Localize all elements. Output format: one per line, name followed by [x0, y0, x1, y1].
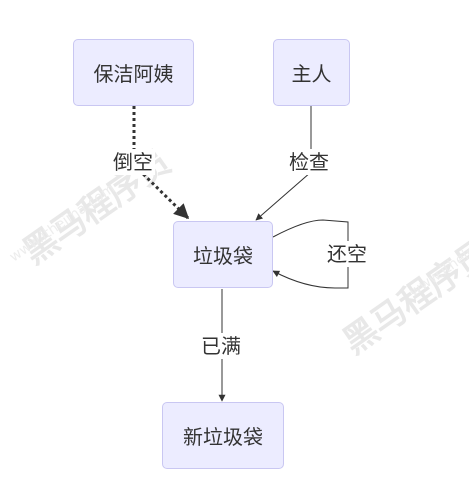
edge-label-check: 检查 [287, 149, 331, 175]
node-cleaner-label: 保洁阿姨 [93, 62, 174, 86]
edge-bag-self-loop [272, 219, 349, 289]
node-new-trash-bag: 新垃圾袋 [162, 402, 284, 469]
node-owner-label: 主人 [291, 62, 332, 86]
node-owner: 主人 [273, 39, 350, 106]
edge-label-full: 已满 [199, 333, 243, 359]
node-cleaner: 保洁阿姨 [73, 39, 194, 106]
edge-cleaner-to-bag [132, 106, 190, 220]
node-new-trash-bag-label: 新垃圾袋 [183, 425, 263, 449]
edge-label-pour: 倒空 [111, 149, 155, 175]
node-trash-bag-label: 垃圾袋 [193, 244, 253, 268]
edge-label-not-empty: 还空 [325, 241, 369, 267]
node-trash-bag: 垃圾袋 [173, 221, 273, 288]
